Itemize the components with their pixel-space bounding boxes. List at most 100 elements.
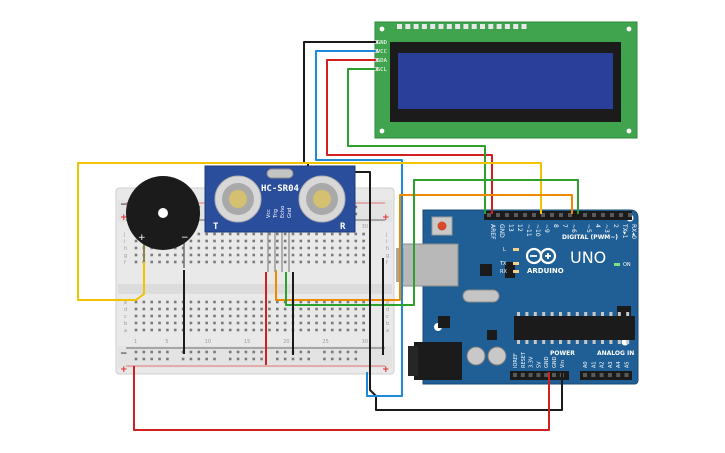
breadboard-hole[interactable] (362, 321, 365, 325)
breadboard-hole[interactable] (307, 246, 310, 250)
breadboard-hole[interactable] (276, 307, 279, 311)
breadboard-hole[interactable] (142, 328, 146, 332)
digital-pin[interactable] (496, 213, 500, 217)
breadboard-hole[interactable] (330, 321, 334, 325)
breadboard-hole[interactable] (197, 328, 201, 332)
breadboard-hole[interactable] (354, 239, 358, 243)
breadboard-hole[interactable] (252, 321, 256, 325)
rail-hole[interactable] (354, 205, 358, 209)
breadboard-hole[interactable] (166, 321, 169, 325)
breadboard-hole[interactable] (346, 239, 350, 243)
analog-pin[interactable] (616, 373, 621, 377)
breadboard-hole[interactable] (244, 314, 248, 318)
breadboard-hole[interactable] (173, 300, 177, 304)
breadboard-hole[interactable] (150, 300, 153, 304)
breadboard-hole[interactable] (189, 260, 193, 264)
breadboard-hole[interactable] (338, 321, 342, 325)
breadboard-hole[interactable] (268, 314, 271, 318)
breadboard-hole[interactable] (283, 328, 287, 332)
power-pin[interactable] (528, 373, 533, 377)
breadboard-hole[interactable] (244, 246, 248, 250)
breadboard-hole[interactable] (244, 232, 248, 236)
breadboard-hole[interactable] (252, 328, 256, 332)
rail-hole[interactable] (213, 350, 216, 354)
breadboard-hole[interactable] (276, 321, 279, 325)
breadboard-hole[interactable] (205, 328, 208, 332)
breadboard-hole[interactable] (346, 307, 350, 311)
breadboard-hole[interactable] (338, 260, 342, 264)
breadboard-hole[interactable] (213, 300, 216, 304)
rail-hole[interactable] (338, 350, 342, 354)
breadboard-hole[interactable] (330, 232, 334, 236)
breadboard-hole[interactable] (166, 307, 169, 311)
analog-pin[interactable] (591, 373, 596, 377)
breadboard-hole[interactable] (221, 314, 224, 318)
breadboard-hole[interactable] (236, 300, 240, 304)
breadboard-hole[interactable] (252, 314, 256, 318)
breadboard-hole[interactable] (330, 239, 334, 243)
breadboard-hole[interactable] (221, 260, 224, 264)
breadboard-hole[interactable] (354, 232, 358, 236)
breadboard-hole[interactable] (276, 239, 279, 243)
breadboard-hole[interactable] (323, 239, 326, 243)
breadboard-hole[interactable] (236, 321, 240, 325)
breadboard-hole[interactable] (213, 253, 216, 257)
breadboard-hole[interactable] (150, 321, 153, 325)
breadboard-hole[interactable] (323, 300, 326, 304)
breadboard-hole[interactable] (315, 307, 318, 311)
breadboard-hole[interactable] (268, 246, 271, 250)
breadboard-hole[interactable] (338, 253, 342, 257)
rail-hole[interactable] (181, 357, 185, 361)
breadboard-hole[interactable] (189, 300, 193, 304)
breadboard-hole[interactable] (205, 321, 208, 325)
rail-hole[interactable] (323, 350, 326, 354)
rail-hole[interactable] (307, 350, 310, 354)
breadboard-hole[interactable] (166, 300, 169, 304)
breadboard-hole[interactable] (244, 239, 248, 243)
breadboard-hole[interactable] (221, 253, 224, 257)
breadboard-hole[interactable] (244, 260, 248, 264)
breadboard-hole[interactable] (307, 328, 310, 332)
analog-pin[interactable] (624, 373, 629, 377)
breadboard-hole[interactable] (260, 232, 263, 236)
breadboard-hole[interactable] (134, 260, 138, 264)
breadboard-hole[interactable] (181, 246, 185, 250)
rail-hole[interactable] (307, 357, 310, 361)
breadboard-hole[interactable] (354, 314, 358, 318)
rail-hole[interactable] (142, 350, 146, 354)
breadboard-hole[interactable] (150, 328, 153, 332)
breadboard-hole[interactable] (346, 321, 350, 325)
rail-hole[interactable] (228, 357, 232, 361)
breadboard-hole[interactable] (307, 232, 310, 236)
breadboard-hole[interactable] (323, 321, 326, 325)
breadboard-hole[interactable] (197, 246, 201, 250)
breadboard-hole[interactable] (354, 260, 358, 264)
rail-hole[interactable] (260, 350, 263, 354)
breadboard-hole[interactable] (205, 300, 208, 304)
rail-hole[interactable] (330, 350, 334, 354)
breadboard-hole[interactable] (158, 260, 161, 264)
breadboard-hole[interactable] (268, 307, 271, 311)
breadboard-hole[interactable] (213, 239, 216, 243)
breadboard-hole[interactable] (354, 307, 358, 311)
breadboard-hole[interactable] (299, 328, 303, 332)
breadboard-hole[interactable] (228, 328, 232, 332)
rail-hole[interactable] (276, 350, 279, 354)
breadboard-hole[interactable] (260, 246, 263, 250)
breadboard-hole[interactable] (323, 232, 326, 236)
breadboard-hole[interactable] (252, 300, 256, 304)
breadboard-hole[interactable] (173, 260, 177, 264)
breadboard-hole[interactable] (276, 253, 279, 257)
rail-hole[interactable] (134, 357, 138, 361)
breadboard-hole[interactable] (338, 314, 342, 318)
breadboard-hole[interactable] (315, 321, 318, 325)
breadboard-hole[interactable] (283, 239, 287, 243)
breadboard-hole[interactable] (354, 300, 358, 304)
rail-hole[interactable] (354, 212, 358, 216)
breadboard-hole[interactable] (213, 328, 216, 332)
breadboard-hole[interactable] (330, 328, 334, 332)
breadboard-hole[interactable] (228, 260, 232, 264)
breadboard-hole[interactable] (338, 246, 342, 250)
breadboard-hole[interactable] (268, 239, 271, 243)
rail-hole[interactable] (323, 357, 326, 361)
